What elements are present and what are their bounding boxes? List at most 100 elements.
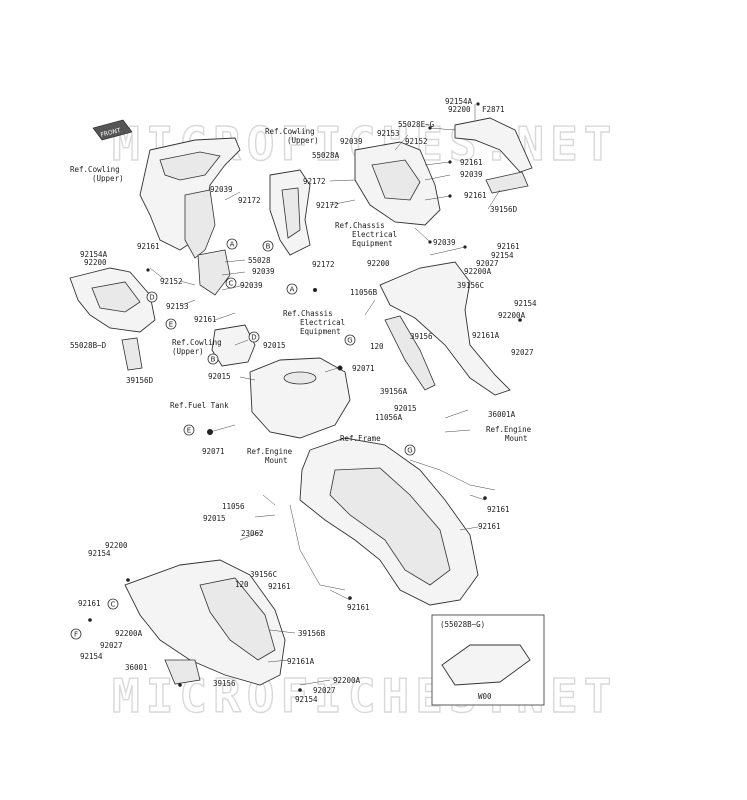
- frame-icon: [289, 437, 496, 606]
- part-label: 92154: [491, 251, 514, 260]
- part-label: 55028A: [312, 151, 340, 160]
- ref-label: Ref.Engine: [486, 425, 532, 434]
- part-label: 23062: [241, 529, 264, 538]
- part-label: 92161A: [472, 331, 500, 340]
- ref-label: Ref.Chassis: [283, 309, 333, 318]
- part-label: 92153: [166, 302, 189, 311]
- lower-cowling-icon: [124, 559, 286, 686]
- part-label: 92071: [202, 447, 225, 456]
- part-label: 92027: [511, 348, 534, 357]
- marker-g: G: [347, 337, 352, 345]
- inner-cowling-right-icon: [354, 141, 441, 226]
- marker-b2: B: [211, 356, 216, 364]
- marker-d2: D: [251, 334, 256, 342]
- part-label: 92027: [476, 259, 499, 268]
- side-cover-right-icon: [379, 261, 511, 396]
- marker-a2: A: [290, 286, 295, 294]
- part-label: 92172: [238, 196, 261, 205]
- part-label: 36001A: [488, 410, 516, 419]
- ref-label: Ref.Cowling: [172, 338, 222, 347]
- part-label: 92015: [208, 372, 231, 381]
- part-label: 39156: [213, 679, 236, 688]
- marker-d: D: [149, 294, 154, 302]
- marker-c2: C: [111, 601, 116, 609]
- part-label: 92200: [84, 258, 107, 267]
- part-label: 120: [235, 580, 249, 589]
- bracket-middle-icon: [211, 324, 256, 367]
- marker-e: E: [169, 321, 173, 329]
- part-label: 36001: [125, 663, 148, 672]
- part-label: 55028B~D: [70, 341, 107, 350]
- inset-part-icon: [441, 644, 531, 686]
- part-label: 39156D: [126, 376, 154, 385]
- part-label: 92200A: [333, 676, 361, 685]
- side-cover-upper-right-icon: [454, 117, 533, 194]
- front-arrow-icon: FRONT: [92, 119, 133, 141]
- ref-label: Ref.Frame: [340, 434, 381, 443]
- part-label: 92027: [313, 686, 336, 695]
- inset-box: (55028B~G) W00: [431, 614, 545, 706]
- part-label: 92039: [433, 238, 456, 247]
- part-label: 92015: [394, 404, 417, 413]
- part-label: 92200A: [464, 267, 492, 276]
- reference-labels: Ref.Cowling (Upper) Ref.Cowling (Upper) …: [70, 127, 532, 465]
- part-label: 92161A: [287, 657, 315, 666]
- part-label: 92161: [497, 242, 520, 251]
- circle-markers: A B C D E A D B E G G C F: [70, 238, 416, 640]
- part-label: 92161: [268, 582, 291, 591]
- part-label: 39156D: [490, 205, 518, 214]
- part-label: 11056: [222, 502, 245, 511]
- leader-lines: [149, 104, 501, 686]
- ref-label: Ref.Engine: [247, 447, 293, 456]
- part-label: 92154A: [80, 250, 108, 259]
- part-label: 39156B: [298, 629, 326, 638]
- part-label: 92039: [240, 281, 263, 290]
- part-labels: 92154A 92200 F2871 55028E~G 92153 92152 …: [70, 97, 537, 704]
- inset-label: (55028B~G): [440, 620, 485, 629]
- part-label: 92200: [448, 105, 471, 114]
- side-cover-left-icon: [69, 267, 156, 371]
- part-label: 92161: [478, 522, 501, 531]
- inset-code: W00: [478, 692, 492, 701]
- part-label: 92152: [405, 137, 428, 146]
- ref-label: Equipment: [352, 239, 393, 248]
- marker-e2: E: [187, 427, 191, 435]
- part-label: 11056B: [350, 288, 378, 297]
- front-arrow-label: FRONT: [100, 127, 122, 139]
- part-label: 92154: [88, 549, 111, 558]
- part-label: 92027: [100, 641, 123, 650]
- part-label: 92152: [160, 277, 183, 286]
- part-label: 92154A: [445, 97, 473, 106]
- fuel-tank-icon: [249, 357, 351, 439]
- part-label: 39156C: [250, 570, 277, 579]
- bracket-upper-icon: [269, 169, 311, 256]
- part-label: 92172: [312, 260, 335, 269]
- part-label: 92154: [295, 695, 318, 704]
- part-label: 92153: [377, 129, 400, 138]
- ref-label: Ref.Cowling: [70, 165, 120, 174]
- ref-label: Electrical: [300, 318, 345, 327]
- part-label: 92200: [105, 541, 128, 550]
- part-label: 92161: [137, 242, 160, 251]
- marker-c: C: [229, 280, 234, 288]
- part-label: 39156A: [380, 387, 408, 396]
- marker-a: A: [230, 241, 235, 249]
- part-label: 92071: [352, 364, 375, 373]
- ref-label: Mount: [265, 456, 288, 465]
- part-label: 92161: [78, 599, 101, 608]
- part-label: 92161: [347, 603, 370, 612]
- ref-label: (Upper): [172, 347, 204, 356]
- part-label: 39156: [410, 332, 433, 341]
- part-label: 92200A: [115, 629, 143, 638]
- part-label: 92161: [194, 315, 217, 324]
- ref-label: Electrical: [352, 230, 397, 239]
- part-label: 92039: [340, 137, 363, 146]
- part-label: 55028: [248, 256, 271, 265]
- part-label: 92154: [514, 299, 537, 308]
- part-label: 92039: [460, 170, 483, 179]
- marker-f: F: [74, 631, 78, 639]
- part-label: 92161: [464, 191, 487, 200]
- marker-g2: G: [407, 447, 412, 455]
- part-label: 92039: [252, 267, 275, 276]
